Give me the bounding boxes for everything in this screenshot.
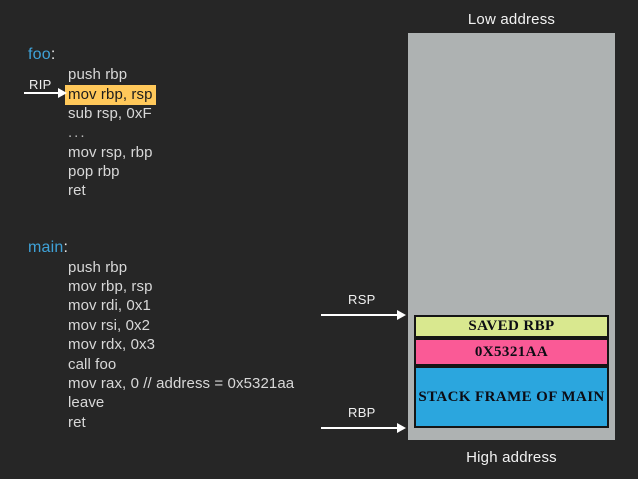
rsp-pointer-label: RSP	[348, 292, 376, 307]
code-line-main-0: push rbp	[68, 259, 128, 276]
code-line-main-5: call foo	[68, 356, 117, 373]
rip-pointer-label: RIP	[29, 77, 52, 92]
function-name-main: main	[28, 239, 64, 256]
stack-block-return-address: 0X5321AA	[414, 338, 609, 366]
code-line-main-8: ret	[68, 414, 86, 431]
code-line-foo-1-highlighted: mov rbp, rsp	[65, 85, 156, 105]
code-line-foo-2: sub rsp, 0xF	[68, 105, 152, 122]
stack-block-return-address-label: 0X5321AA	[474, 343, 549, 360]
code-line-main-4: mov rdx, 0x3	[68, 336, 156, 353]
function-label-foo: foo:	[28, 46, 56, 64]
rip-arrow-line	[24, 92, 60, 94]
rsp-arrow-head-icon	[397, 310, 406, 320]
code-line-foo-4: mov rsp, rbp	[68, 144, 153, 161]
rip-arrow-head-icon	[58, 88, 67, 98]
function-label-main: main:	[28, 239, 68, 257]
stack-block-saved-rbp: SAVED RBP	[414, 315, 609, 338]
code-line-main-3: mov rsi, 0x2	[68, 317, 151, 334]
code-line-main-6: mov rax, 0 // address = 0x5321aa	[68, 375, 295, 392]
rsp-arrow-line	[321, 314, 399, 316]
function-name-foo: foo	[28, 46, 51, 63]
code-line-foo-0: push rbp	[68, 66, 128, 83]
code-line-foo-6: ret	[68, 182, 86, 199]
code-line-main-1: mov rbp, rsp	[68, 278, 153, 295]
rbp-pointer-label: RBP	[348, 405, 376, 420]
rbp-arrow-line	[321, 427, 399, 429]
code-line-foo-5: pop rbp	[68, 163, 120, 180]
stack-block-stack-frame-of-main-label: STACK FRAME OF MAIN	[418, 388, 605, 405]
low-address-label: Low address	[467, 11, 556, 28]
stack-memory-column: SAVED RBP 0X5321AA STACK FRAME OF MAIN	[408, 33, 615, 440]
code-line-main-7: leave	[68, 394, 105, 411]
stack-block-saved-rbp-label: SAVED RBP	[468, 318, 555, 334]
function-colon-foo: :	[50, 46, 56, 63]
function-colon-main: :	[63, 239, 69, 256]
high-address-label: High address	[466, 449, 557, 466]
rbp-arrow-head-icon	[397, 423, 406, 433]
code-line-foo-3-ellipsis: ...	[68, 124, 87, 141]
stack-block-stack-frame-of-main: STACK FRAME OF MAIN	[414, 366, 609, 428]
code-line-main-2: mov rdi, 0x1	[68, 297, 151, 314]
